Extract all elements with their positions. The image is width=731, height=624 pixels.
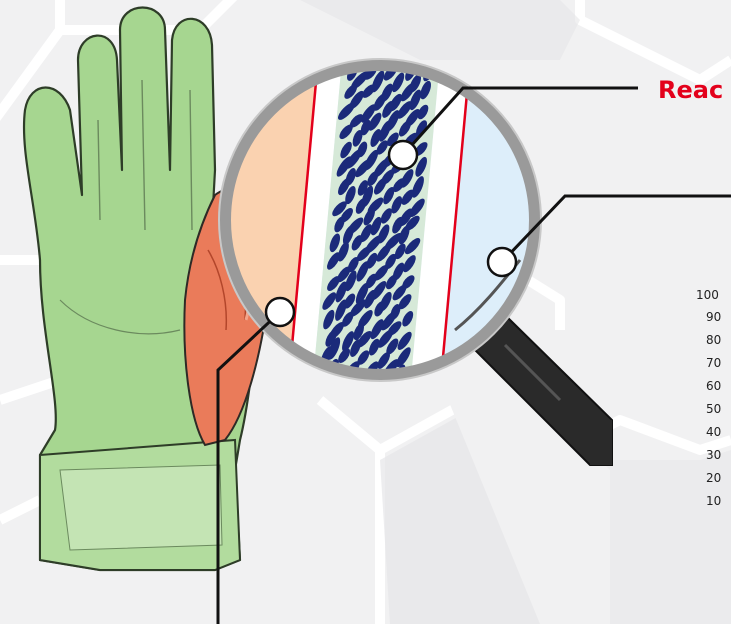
callout-point-top [389,141,417,169]
callout-point-right [488,248,516,276]
scale-tick: 10 [706,494,721,508]
scale-tick: 20 [706,471,721,485]
blue-cell [319,375,340,398]
heading-text: Reac [658,76,723,104]
scale-tick: 100 [696,288,719,302]
scale-tick: 60 [706,379,721,393]
callout-point-bottom [266,298,294,326]
scale-tick: 50 [706,402,721,416]
scale-tick: 30 [706,448,721,462]
scale-tick: 80 [706,333,721,347]
scale-tick: 90 [706,310,721,324]
scale-tick: 70 [706,356,721,370]
scale-tick: 40 [706,425,721,439]
